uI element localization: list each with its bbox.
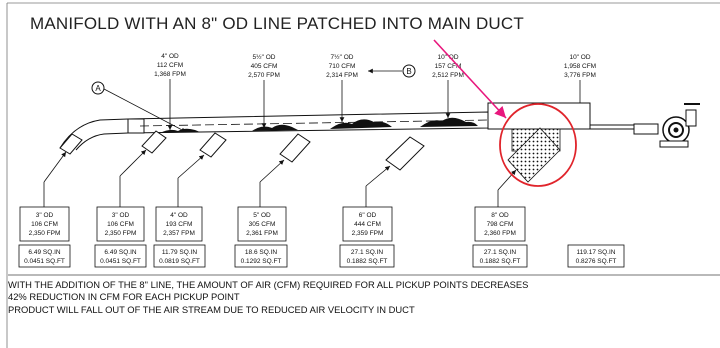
pickup-cfm: 444 CFM: [354, 221, 381, 228]
pickup-size: 6" OD: [359, 212, 377, 219]
main-duct-label: 7½" OD 710 CFM 2,314 FPM: [326, 53, 358, 122]
main-duct-label-fpm: 1,368 FPM: [154, 71, 186, 78]
highlight-arrow: [433, 39, 507, 119]
area-box: 18.6 SQ.IN 0.1292 SQ.FT: [234, 244, 288, 268]
main-duct-label-cfm: 710 CFM: [329, 63, 356, 70]
main-duct: [59, 102, 640, 151]
main-duct-label-cfm: 112 CFM: [157, 62, 183, 69]
area-box: 11.79 SQ.IN 0.0819 SQ.FT: [153, 244, 206, 268]
area-sq-in: 18.6 SQ.IN: [245, 249, 277, 256]
pickup-size: 3" OD: [112, 212, 130, 219]
main-duct-label: 5½" OD 405 CFM 2,570 FPM: [248, 53, 280, 128]
pickup-size: 4" OD: [170, 212, 188, 219]
pickup-label: 5" OD 305 CFM 2,361 FPM: [237, 206, 287, 242]
note-line: WITH THE ADDITION OF THE 8" LINE, THE AM…: [8, 279, 529, 290]
area-sq-in: 6.49 SQ.IN: [28, 249, 60, 256]
settled-material: [160, 117, 478, 133]
pickup-cfm: 305 CFM: [249, 221, 276, 228]
pickup-fpm: 2,360 FPM: [484, 230, 516, 237]
main-duct-label-size: 10" OD: [437, 54, 458, 61]
area-sq-ft: 0.1292 SQ.FT: [241, 258, 282, 265]
pickup-cfm: 106 CFM: [31, 221, 58, 228]
area-sq-ft: 0.0451 SQ.FT: [24, 258, 65, 265]
area-sq-ft: 0.0451 SQ.FT: [100, 258, 141, 265]
area-box: 6.49 SQ.IN 0.0451 SQ.FT: [94, 244, 147, 268]
pickup-size: 8" OD: [491, 212, 509, 219]
main-duct-label-size: 4" OD: [161, 53, 179, 60]
pickup-branches: [59, 130, 425, 171]
note-line: PRODUCT WILL FALL OUT OF THE AIR STREAM …: [8, 303, 415, 315]
main-duct-label-size: 7½" OD: [331, 53, 354, 61]
area-sq-ft: 0.1882 SQ.FT: [480, 258, 521, 265]
main-area-box: 119.17 SQ.IN 0.8276 SQ.FT: [567, 244, 625, 268]
pickup-cfm: 798 CFM: [487, 221, 514, 228]
area-box: 27.1 SQ.IN 0.1882 SQ.FT: [472, 244, 528, 268]
pickup-fpm: 2,361 FPM: [246, 230, 278, 237]
area-sq-in: 27.1 SQ.IN: [484, 249, 516, 256]
pickup-fpm: 2,350 FPM: [29, 230, 61, 237]
pickup-fpm: 2,350 FPM: [105, 230, 137, 237]
main-duct-label-size: 10" OD: [569, 54, 590, 61]
highlight-circle: [499, 103, 577, 187]
main-duct-label: 10" OD 157 CFM 2,512 FPM: [432, 54, 464, 118]
callout-b: B: [368, 64, 416, 78]
highlight-annotation: [433, 39, 577, 187]
area-sq-in: 11.79 SQ.IN: [162, 249, 198, 256]
area-sq-ft: 0.1882 SQ.FT: [347, 258, 388, 265]
pickup-label: 6" OD 444 CFM 2,359 FPM: [342, 206, 393, 242]
blower-icon: [633, 103, 700, 148]
area-box: 27.1 SQ.IN 0.1882 SQ.FT: [339, 244, 395, 268]
main-duct-labels: 4" OD 112 CFM 1,368 FPM 5½" OD 405 CFM 2…: [154, 53, 596, 130]
main-duct-label-cfm: 157 CFM: [435, 63, 462, 70]
main-duct-label-fpm: 2,512 FPM: [432, 72, 464, 79]
pickup-size: 5" OD: [253, 212, 271, 219]
main-duct-label-size: 5½" OD: [253, 53, 276, 61]
main-duct-label-fpm: 2,570 FPM: [248, 72, 280, 79]
pickup-label: 3" OD 106 CFM 2,350 FPM: [96, 206, 145, 242]
pickup-size: 3" OD: [36, 212, 54, 219]
pickup-cfm: 193 CFM: [166, 221, 193, 228]
main-duct-label-fpm: 2,314 FPM: [326, 72, 358, 79]
pickup-label: 4" OD 193 CFM 2,357 FPM: [155, 206, 203, 242]
pickup-area-boxes: 6.49 SQ.IN 0.0451 SQ.FT 6.49 SQ.IN 0.045…: [18, 244, 625, 268]
main-duct-label-cfm: 1,958 CFM: [564, 63, 596, 70]
main-duct-label: 4" OD 112 CFM 1,368 FPM: [154, 53, 186, 130]
pickup-fpm: 2,359 FPM: [352, 230, 384, 237]
pickup-label: 3" OD 106 CFM 2,350 FPM: [19, 206, 70, 242]
area-sq-in: 6.49 SQ.IN: [104, 249, 136, 256]
pickup-fpm: 2,357 FPM: [163, 230, 195, 237]
pickup-leaders: [43, 149, 517, 207]
diagram-title: MANIFOLD WITH AN 8" OD LINE PATCHED INTO…: [30, 14, 524, 33]
pickup-cfm: 106 CFM: [107, 221, 134, 228]
callout-b-label: B: [406, 67, 411, 76]
main-duct-label-cfm: 405 CFM: [251, 63, 278, 70]
notes: WITH THE ADDITION OF THE 8" LINE, THE AM…: [8, 279, 528, 316]
main-duct-label: 10" OD 1,958 CFM 3,776 FPM: [564, 54, 596, 103]
main-duct-label-fpm: 3,776 FPM: [564, 72, 596, 79]
callout-a: A: [91, 81, 187, 133]
area-sq-in: 27.1 SQ.IN: [351, 249, 383, 256]
pickup-label: 8" OD 798 CFM 2,360 FPM: [474, 206, 526, 242]
area-sq-ft: 0.0819 SQ.FT: [159, 258, 200, 265]
area-box: 6.49 SQ.IN 0.0451 SQ.FT: [18, 244, 71, 268]
callout-a-label: A: [95, 84, 101, 93]
area-sq-in: 119.17 SQ.IN: [577, 249, 616, 256]
patched-8in-line: [507, 127, 561, 183]
note-line: 42% REDUCTION IN CFM FOR EACH PICKUP POI…: [8, 291, 240, 303]
area-sq-ft: 0.8276 SQ.FT: [576, 258, 617, 265]
pickup-labels: 3" OD 106 CFM 2,350 FPM 3" OD 106 CFM 2,…: [19, 206, 526, 242]
